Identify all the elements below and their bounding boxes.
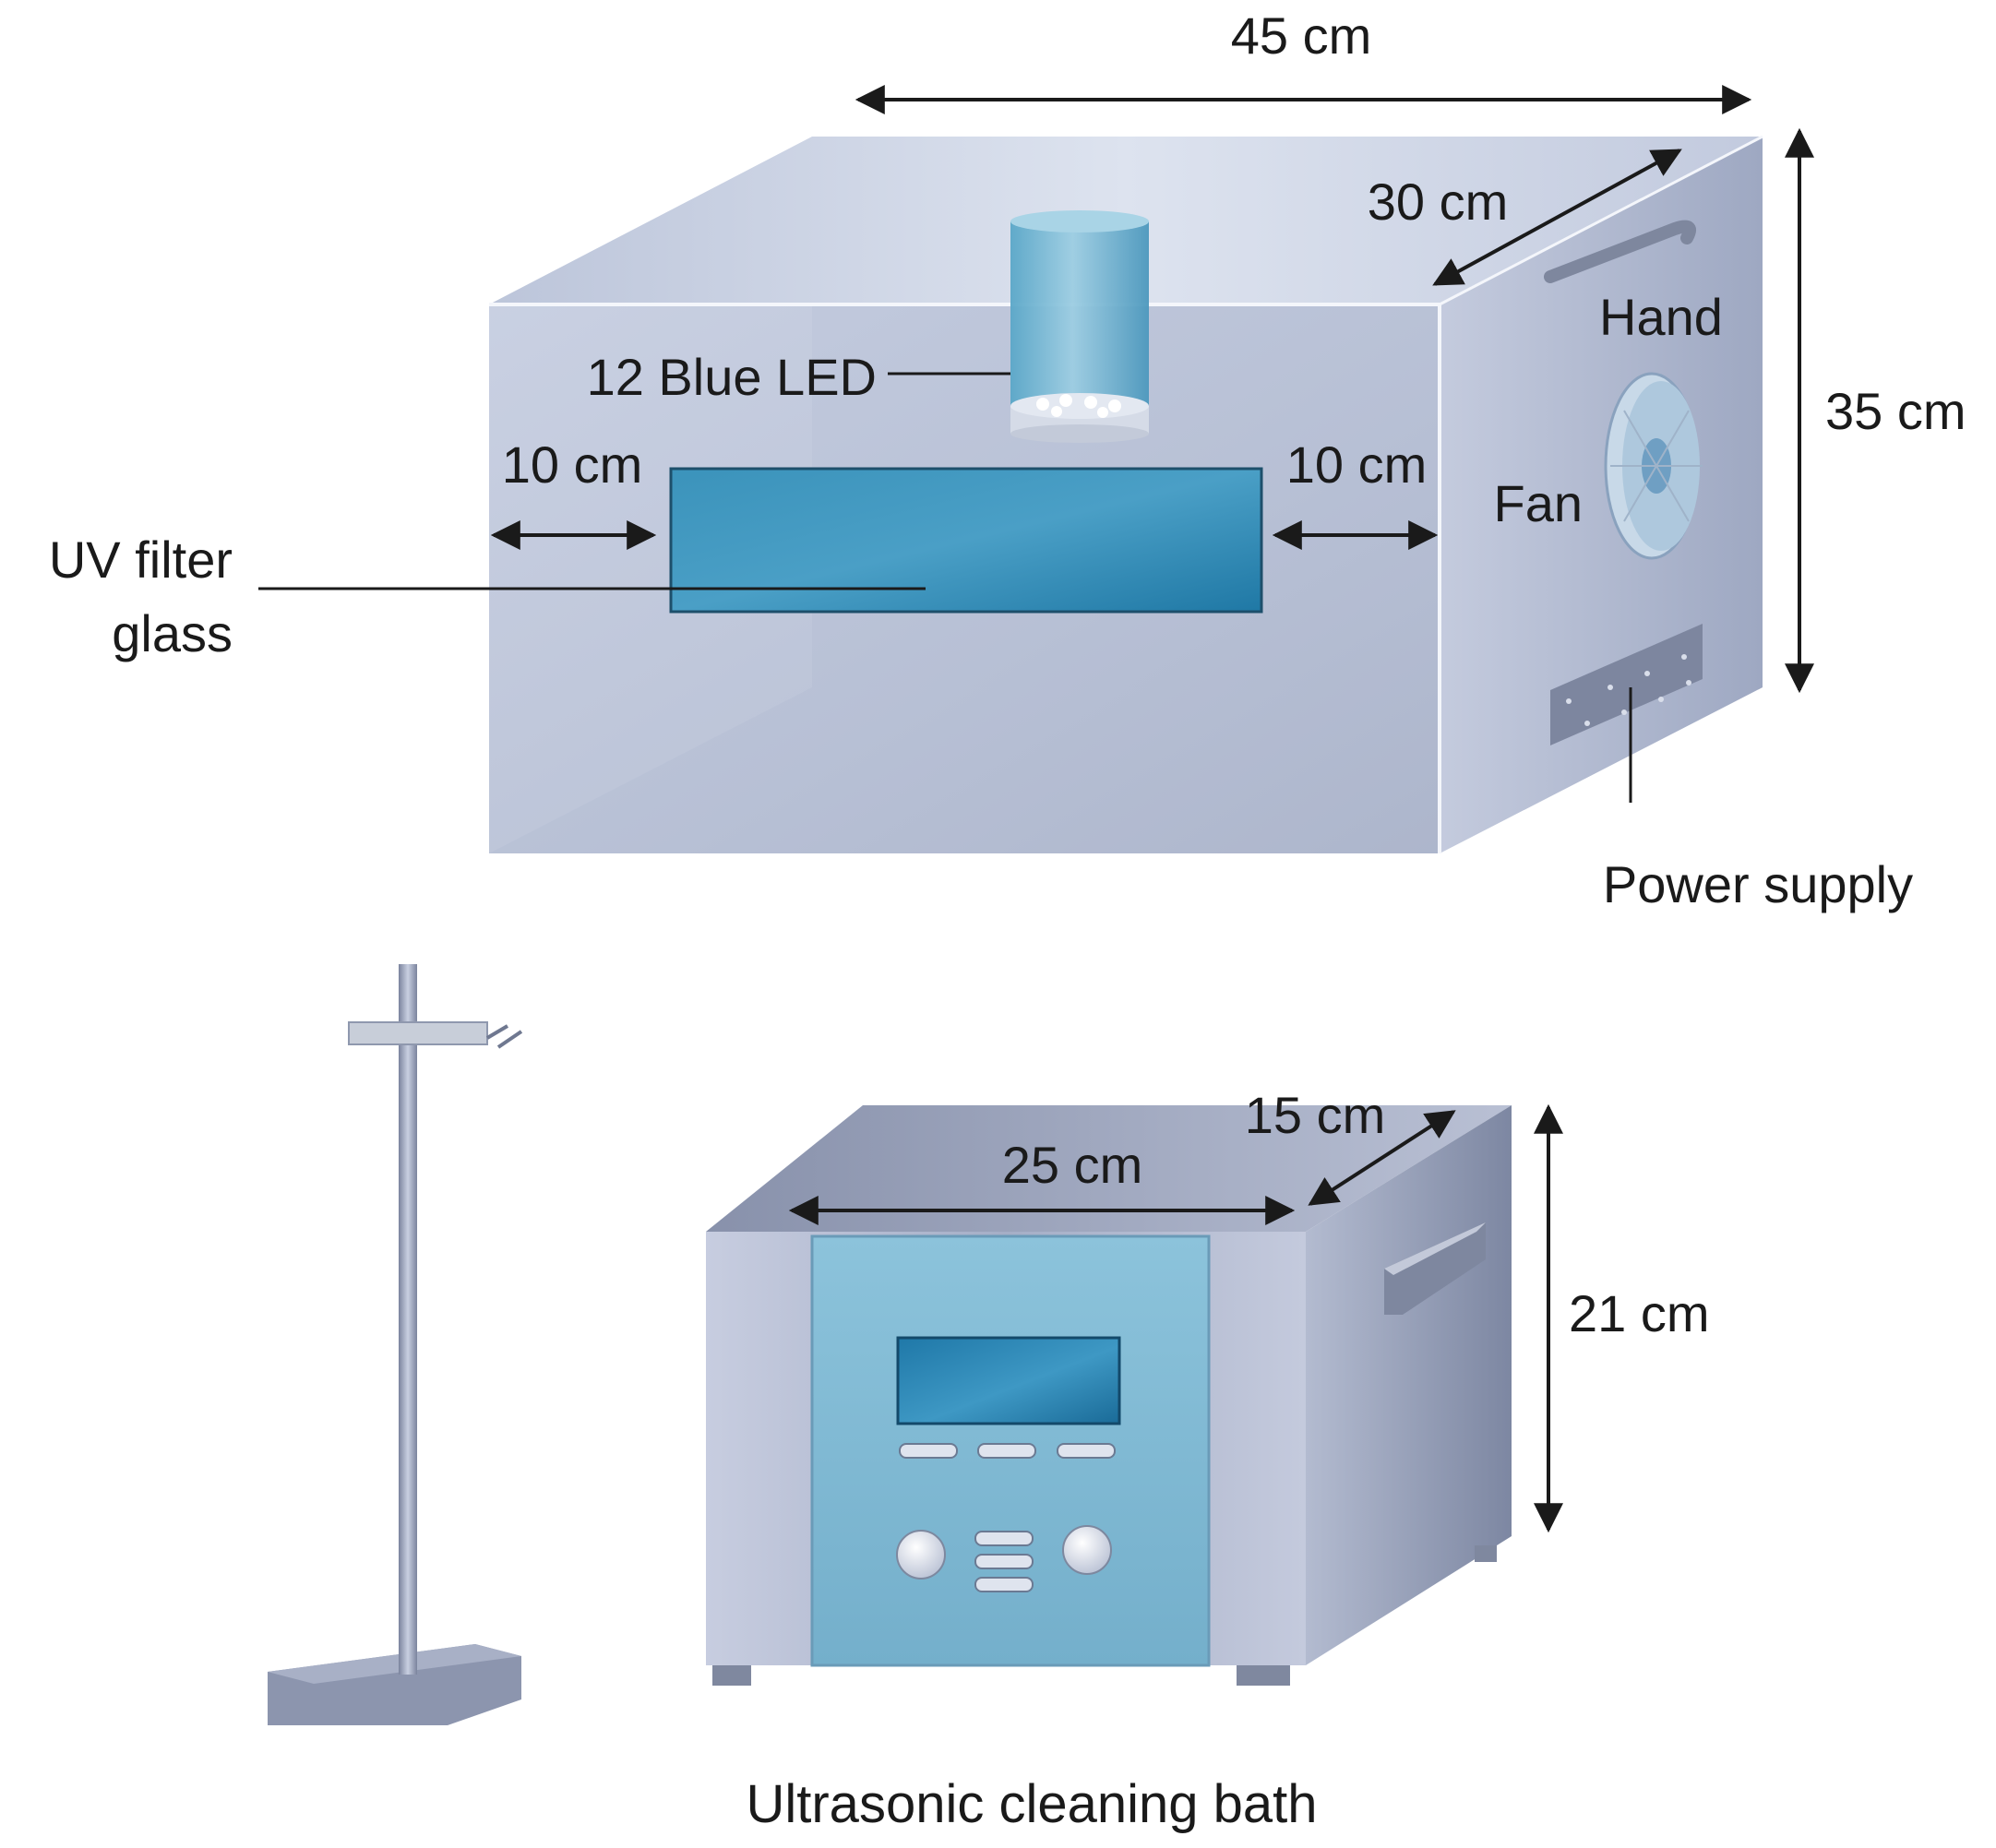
bath-height-label: 21 cm bbox=[1569, 1284, 1710, 1342]
bath-foot-right bbox=[1237, 1665, 1290, 1686]
stand-rod bbox=[399, 964, 417, 1675]
bath-foot-left bbox=[712, 1665, 751, 1686]
bath-foot-back bbox=[1475, 1545, 1497, 1562]
bath-width-label: 25 cm bbox=[1002, 1136, 1143, 1194]
filter-label-line2: glass bbox=[112, 604, 233, 662]
bath-caption: Ultrasonic cleaning bath bbox=[746, 1774, 1317, 1834]
bath-button-4[interactable] bbox=[974, 1531, 1034, 1546]
fan-label: Fan bbox=[1494, 474, 1584, 532]
depth-arrow bbox=[1432, 149, 1682, 286]
photoreactor-chamber: 45 cm 30 cm 35 cm 10 cm 10 cm 12 Blue LE… bbox=[49, 6, 1966, 913]
filter-label-line1: UV filter bbox=[49, 531, 233, 589]
stand-clamp bbox=[348, 1021, 488, 1045]
retort-stand bbox=[268, 964, 523, 1725]
bath-depth-arrow bbox=[1308, 1110, 1456, 1206]
bath-display-screen bbox=[896, 1336, 1121, 1425]
chamber-height-label: 35 cm bbox=[1825, 382, 1966, 440]
bath-knob-right[interactable] bbox=[1062, 1525, 1112, 1575]
chamber-width-label: 45 cm bbox=[1231, 6, 1372, 65]
bath-depth-label: 15 cm bbox=[1245, 1086, 1386, 1144]
power-supply-panel bbox=[1550, 624, 1703, 745]
right-gap-label: 10 cm bbox=[1286, 435, 1428, 494]
bath-button-3[interactable] bbox=[1057, 1443, 1116, 1459]
power-supply-label: Power supply bbox=[1603, 855, 1913, 913]
ultrasonic-bath: 25 cm 15 cm 21 cm Ultrasonic cleaning ba… bbox=[706, 1086, 1710, 1834]
bath-button-6[interactable] bbox=[974, 1577, 1034, 1592]
bath-button-2[interactable] bbox=[977, 1443, 1036, 1459]
left-gap-label: 10 cm bbox=[502, 435, 643, 494]
bath-button-1[interactable] bbox=[899, 1443, 958, 1459]
bath-knob-left[interactable] bbox=[896, 1530, 946, 1580]
blue-led-cylinder bbox=[1010, 210, 1149, 443]
bath-handle bbox=[1384, 1222, 1486, 1315]
fan-icon bbox=[1604, 372, 1703, 560]
bath-button-5[interactable] bbox=[974, 1554, 1034, 1569]
chamber-depth-label: 30 cm bbox=[1368, 173, 1509, 231]
uv-filter-glass bbox=[669, 467, 1263, 614]
led-label: 12 Blue LED bbox=[587, 348, 877, 406]
handle-label: Hand bbox=[1599, 288, 1723, 346]
